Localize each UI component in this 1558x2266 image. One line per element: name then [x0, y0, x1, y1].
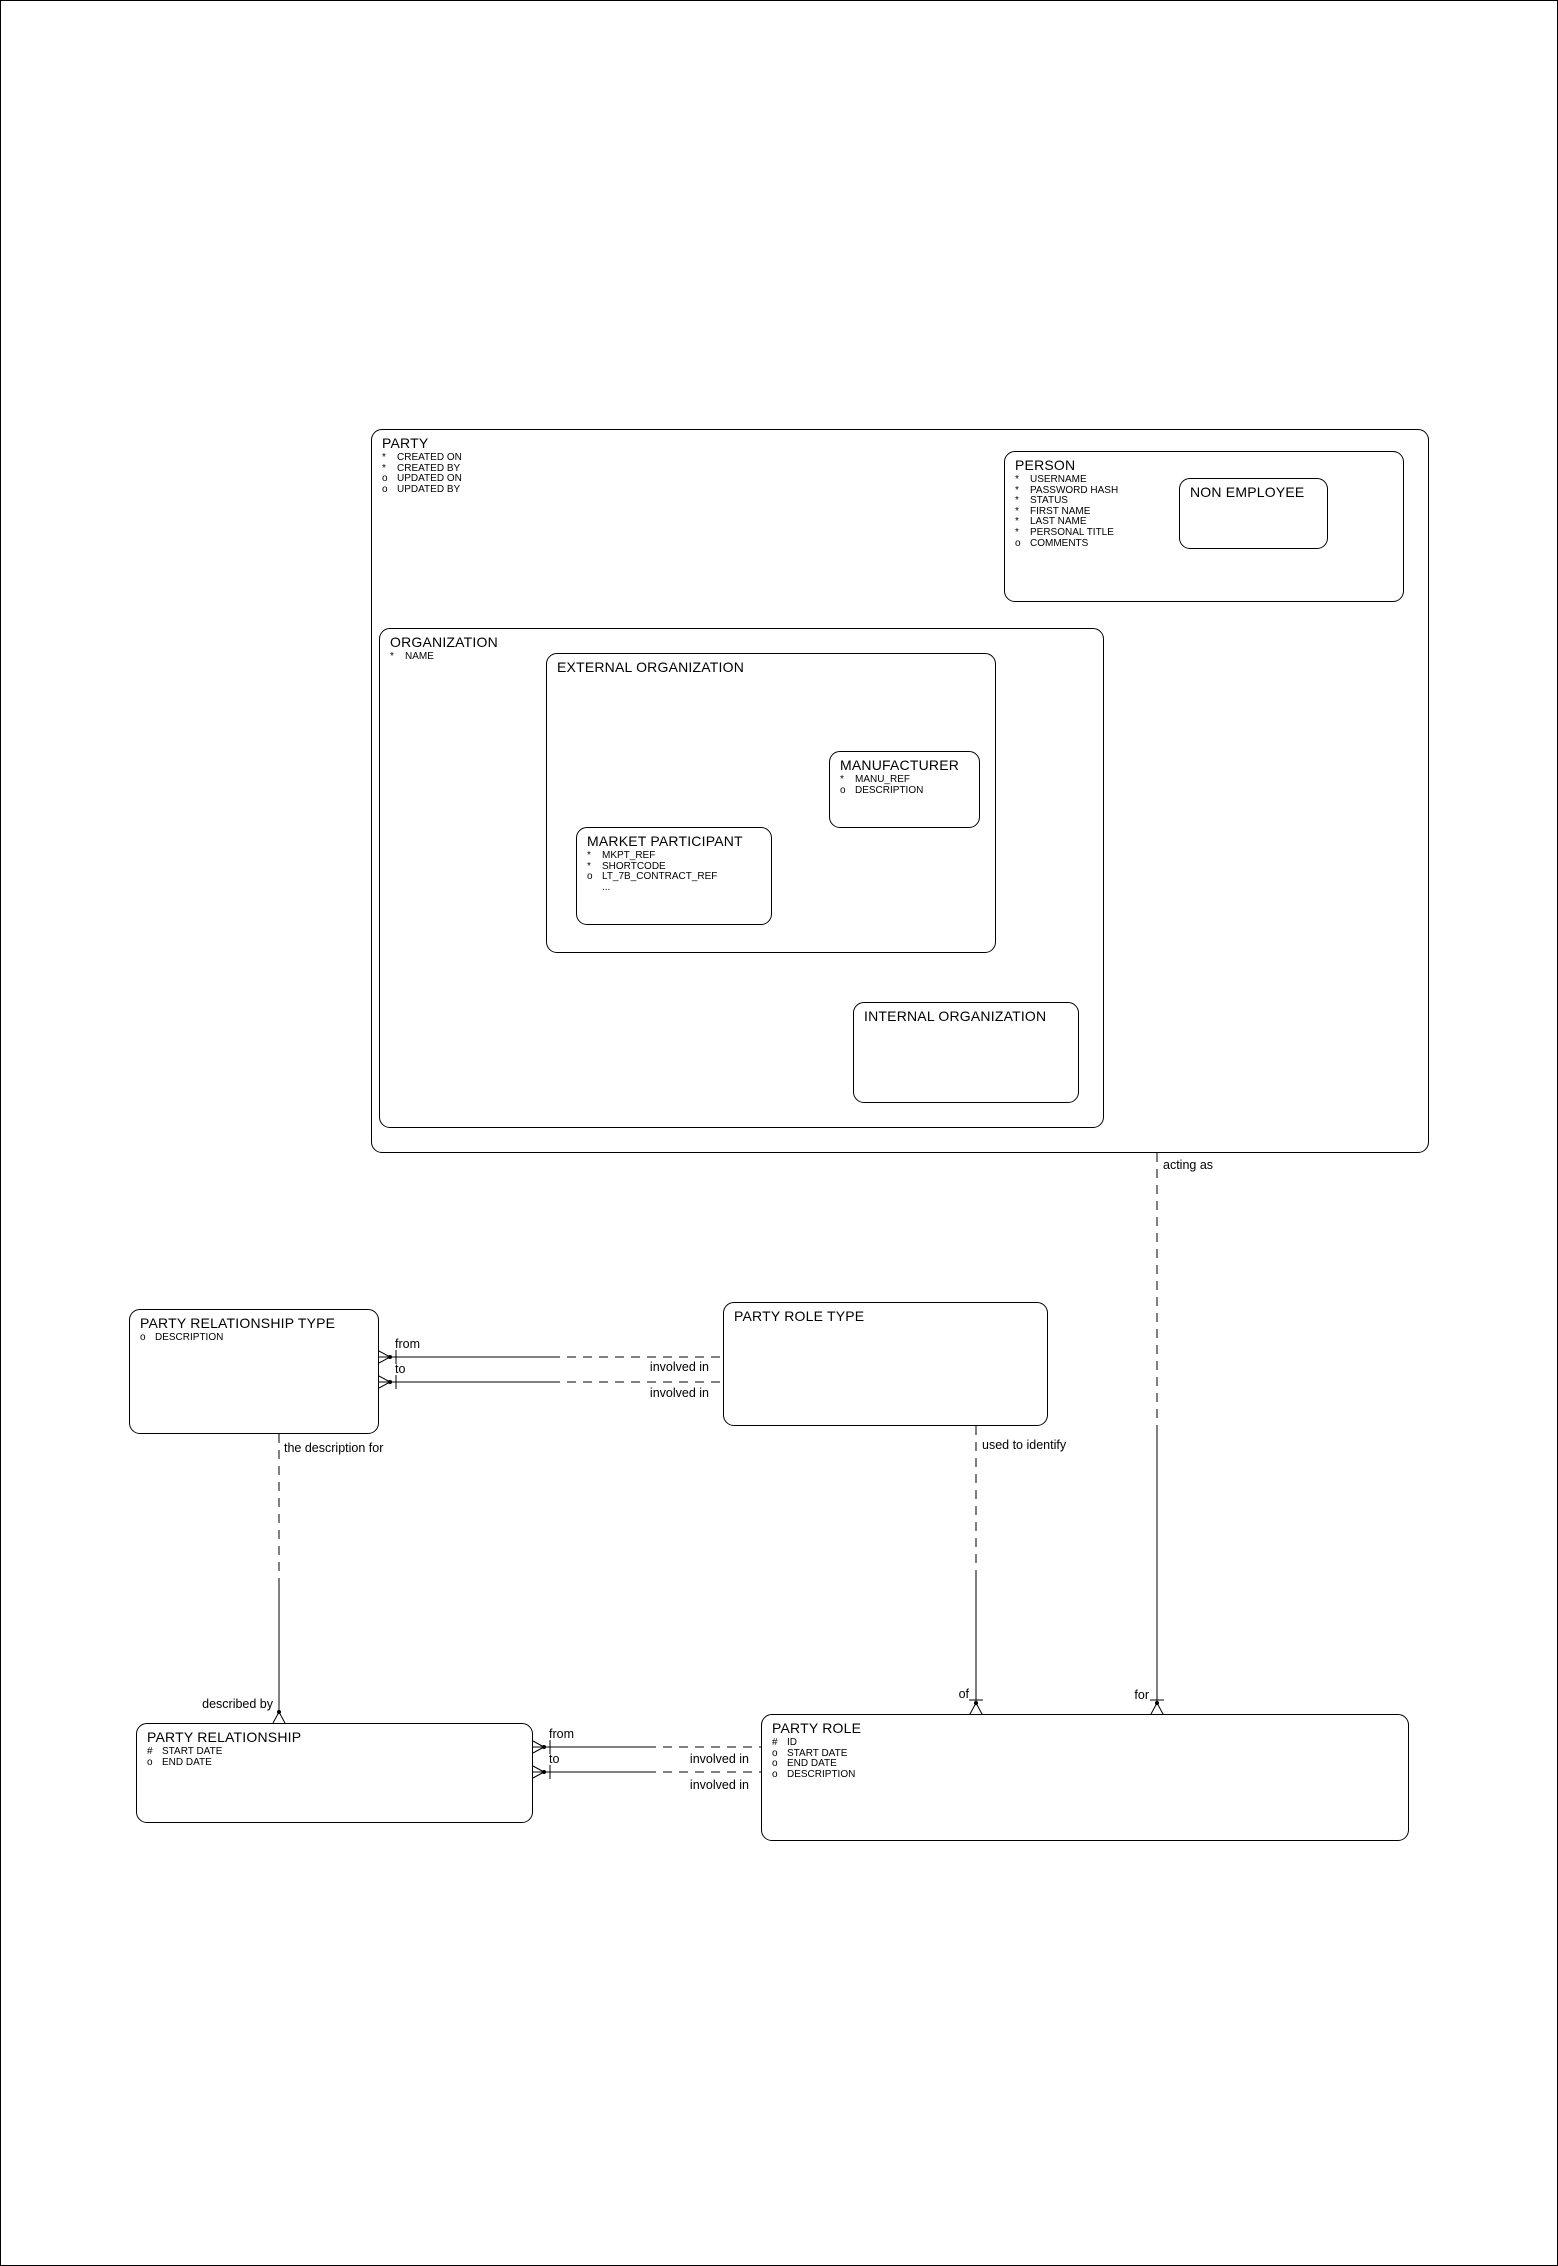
rel-label-involved-in-upper-1: involved in	[649, 1360, 709, 1374]
crowsfoot-icon	[378, 1375, 391, 1389]
rel-label-used-to-identify: used to identify	[982, 1438, 1067, 1452]
attribute: *CREATED ON	[382, 452, 462, 463]
rel-label-from-lower: from	[549, 1727, 574, 1741]
relationship-description-described-by[interactable]	[272, 1434, 286, 1724]
entity-external-organization[interactable]: EXTERNAL ORGANIZATION	[546, 653, 996, 953]
attribute: #ID	[772, 1737, 797, 1748]
attribute: *FIRST NAME	[1015, 505, 1091, 517]
entity-non-employee[interactable]: NON EMPLOYEE	[1179, 478, 1328, 549]
entity-party-role-type[interactable]: PARTY ROLE TYPE	[723, 1302, 1048, 1426]
attribute: *MKPT_REF	[587, 850, 656, 861]
entity-title-manufacturer: MANUFACTURER	[840, 757, 960, 773]
entity-title-party: PARTY	[382, 435, 429, 451]
attribute: *PERSONAL TITLE	[1015, 526, 1114, 538]
rel-label-for: for	[1134, 1688, 1149, 1702]
entity-person[interactable]: PERSON *USERNAME *PASSWORD HASH *STATUS …	[1004, 451, 1404, 602]
rel-label-the-description-for: the description for	[284, 1441, 384, 1455]
crowsfoot-dot	[974, 1701, 978, 1705]
rel-label-described-by: described by	[202, 1697, 273, 1711]
entity-internal-organization[interactable]: INTERNAL ORGANIZATION	[853, 1002, 1079, 1103]
rel-label-acting-as: acting as	[1163, 1158, 1214, 1172]
crowsfoot-dot	[542, 1770, 546, 1774]
attribute: *PASSWORD HASH	[1015, 484, 1119, 496]
crowsfoot-dot	[1155, 1701, 1159, 1705]
attribute: #START DATE	[147, 1746, 223, 1757]
crowsfoot-dot	[277, 1710, 281, 1714]
entity-title-market-participant: MARKET PARTICIPANT	[587, 833, 743, 849]
rel-label-to-upper: to	[395, 1362, 406, 1376]
entity-market-participant[interactable]: MARKET PARTICIPANT *MKPT_REF *SHORTCODE …	[576, 827, 772, 925]
entity-title-internal-organization: INTERNAL ORGANIZATION	[864, 1008, 1047, 1024]
attribute: *SHORTCODE	[587, 860, 666, 872]
crowsfoot-icon	[1150, 1702, 1164, 1715]
entity-title-party-role: PARTY ROLE	[772, 1720, 862, 1736]
relationship-rel-to-involved-in[interactable]	[532, 1765, 761, 1779]
crowsfoot-icon	[532, 1740, 545, 1754]
attribute: *CREATED BY	[382, 462, 461, 474]
attribute-list: *USERNAME *PASSWORD HASH *STATUS *FIRST …	[1005, 473, 1403, 549]
entity-title-party-relationship: PARTY RELATIONSHIP	[147, 1729, 302, 1745]
crowsfoot-icon	[532, 1765, 545, 1779]
rel-label-of: of	[958, 1687, 969, 1701]
entity-organization[interactable]: ORGANIZATION *NAME	[379, 628, 1104, 1128]
rel-label-involved-in-lower-1: involved in	[689, 1752, 749, 1766]
crowsfoot-dot	[542, 1745, 546, 1749]
attribute: *STATUS	[1015, 495, 1068, 507]
crowsfoot-dot	[388, 1355, 392, 1359]
rel-label-from-upper: from	[395, 1337, 420, 1351]
attribute-list: *NAME	[380, 650, 1103, 663]
entity-title-party-relationship-type: PARTY RELATIONSHIP TYPE	[140, 1315, 336, 1331]
entity-title-non-employee: NON EMPLOYEE	[1190, 484, 1305, 500]
crowsfoot-icon	[969, 1702, 983, 1715]
attribute: *MANU_REF	[840, 774, 911, 785]
rel-label-to-lower: to	[549, 1752, 560, 1766]
crowsfoot-dot	[388, 1380, 392, 1384]
relationship-acting-as-for[interactable]	[1150, 1153, 1164, 1715]
rel-label-involved-in-upper-2: involved in	[649, 1386, 709, 1400]
attribute: ...	[602, 881, 611, 893]
attribute: *USERNAME	[1015, 474, 1087, 485]
entity-title-person: PERSON	[1015, 457, 1076, 473]
rel-label-involved-in-lower-2: involved in	[689, 1778, 749, 1792]
crowsfoot-icon	[272, 1711, 286, 1724]
entity-title-party-role-type: PARTY ROLE TYPE	[734, 1308, 865, 1324]
attribute: *LAST NAME	[1015, 516, 1087, 528]
crowsfoot-icon	[378, 1350, 391, 1364]
attribute: *NAME	[390, 651, 434, 662]
relationship-used-to-identify-of[interactable]	[969, 1426, 983, 1715]
entity-title-external-organization: EXTERNAL ORGANIZATION	[557, 659, 744, 675]
entity-title-organization: ORGANIZATION	[390, 634, 498, 650]
